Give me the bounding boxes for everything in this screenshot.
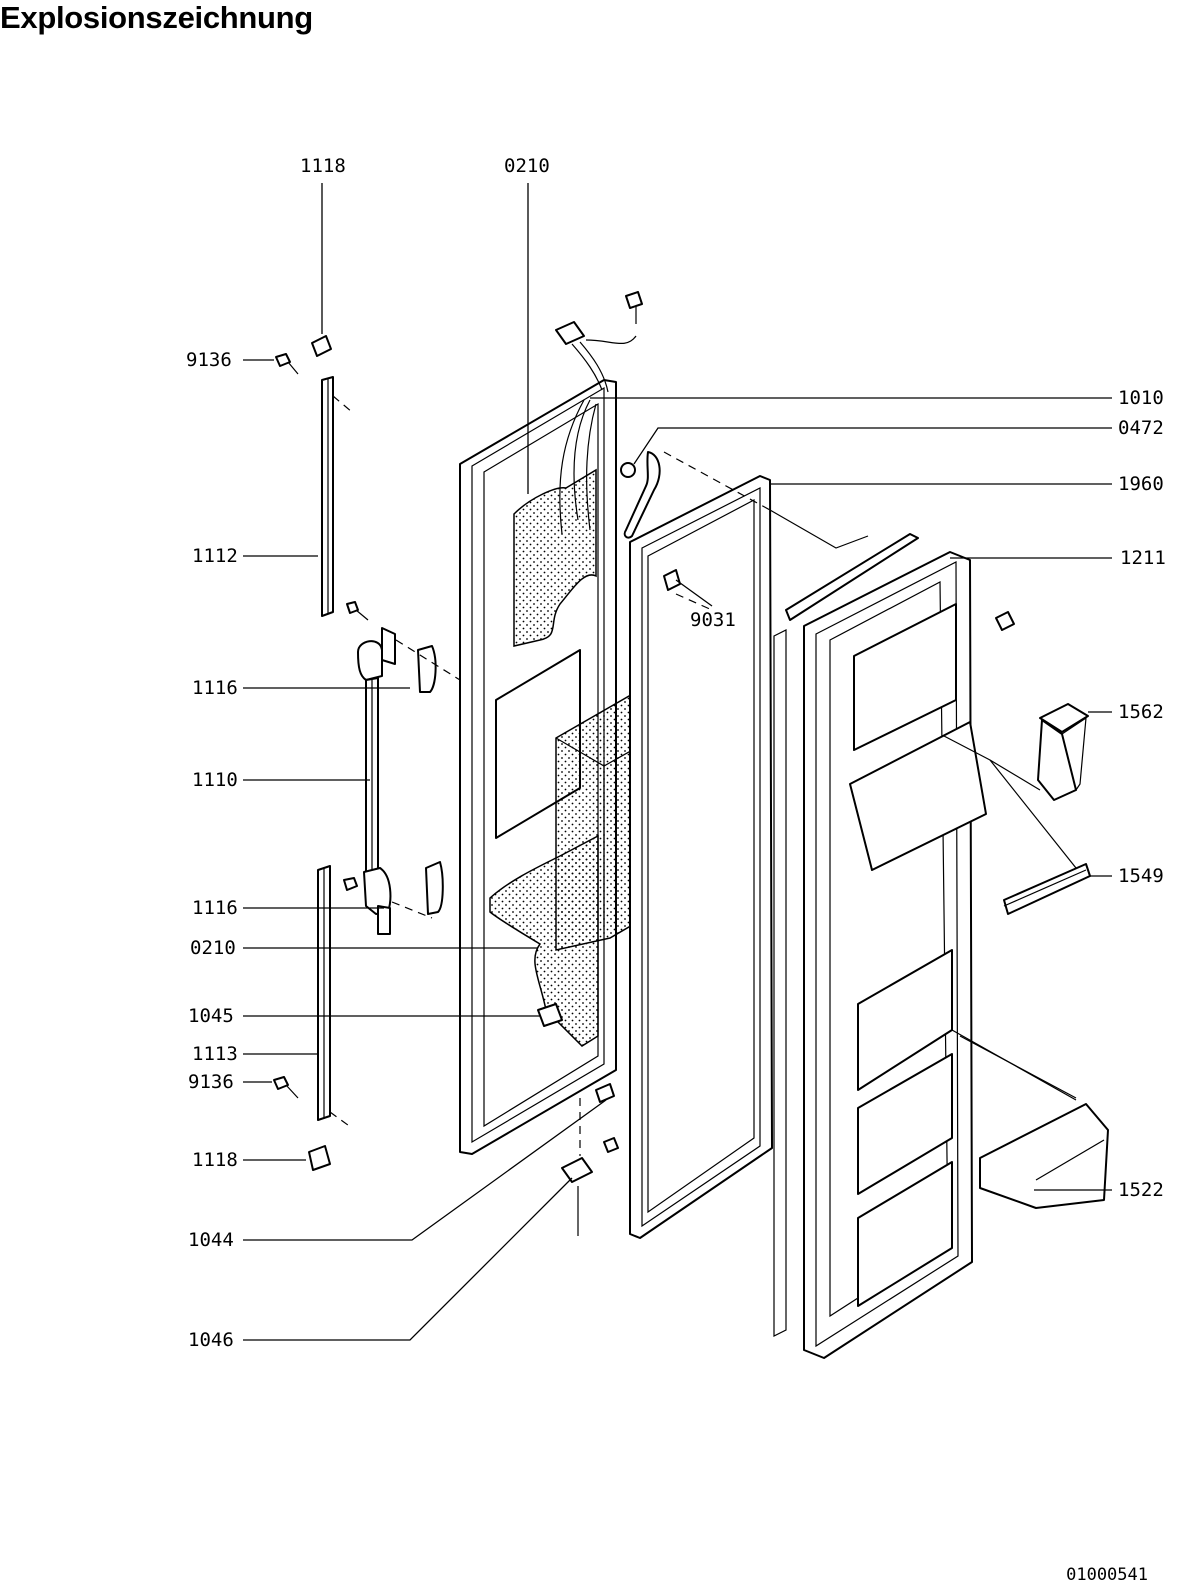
callout-1112: 1112	[192, 545, 238, 567]
strip-1549	[1003, 863, 1091, 915]
callout-1110: 1110	[192, 769, 238, 791]
callout-1113: 1113	[192, 1043, 238, 1065]
screw-9136-top	[275, 353, 299, 375]
grommet-0472	[620, 451, 661, 539]
callout-1116-lower: 1116	[192, 897, 238, 919]
callout-9136-top: 9136	[186, 349, 232, 371]
handle-cap-top-1118	[311, 335, 332, 357]
assembly-lines	[663, 451, 1077, 1101]
foam-insulation-upper	[513, 468, 597, 647]
screw-top	[625, 291, 643, 324]
callout-1960: 1960	[1118, 473, 1164, 495]
callout-0472: 0472	[1118, 417, 1164, 439]
callout-1044: 1044	[188, 1229, 234, 1251]
switch-1045	[537, 1003, 563, 1027]
callout-0210-lower: 0210	[190, 937, 236, 959]
hinge-1046	[561, 1157, 593, 1236]
screw-9136-bottom	[273, 1076, 299, 1099]
callout-1010: 1010	[1118, 387, 1164, 409]
handle-cap-bottom-1118	[308, 1145, 331, 1171]
door-liner-1211	[773, 533, 987, 1359]
document-number: 01000541	[1066, 1565, 1148, 1585]
callout-1211: 1211	[1120, 547, 1166, 569]
screw-mid-upper	[346, 601, 369, 621]
shelf-1522	[979, 1103, 1109, 1209]
callout-1118-bottom: 1118	[192, 1149, 238, 1171]
callout-9031: 9031	[690, 609, 736, 631]
callout-1046: 1046	[188, 1329, 234, 1351]
callout-1045: 1045	[188, 1005, 234, 1027]
funnel-1562	[1037, 703, 1089, 801]
callout-1549: 1549	[1118, 865, 1164, 887]
callout-9136-bottom: 9136	[188, 1071, 234, 1093]
screw-lower	[603, 1137, 619, 1153]
callout-1522: 1522	[1118, 1179, 1164, 1201]
callout-1562: 1562	[1118, 701, 1164, 723]
clip-9031	[663, 569, 681, 591]
handle-rail-upper-1112	[321, 376, 353, 617]
hinge-1044	[579, 1083, 615, 1156]
bracket-1116-lower	[391, 861, 444, 919]
screw-mid-lower	[343, 877, 358, 891]
page-title: Explosionszeichnung	[0, 0, 313, 35]
handle-rail-lower-1113	[317, 865, 353, 1129]
bracket-1116-upper	[395, 639, 461, 693]
callout-labels: 1118 0210 9136 1112 1116 1110 1116 0210 …	[186, 155, 1166, 1351]
wire-harness	[555, 321, 637, 535]
callout-1118-top: 1118	[300, 155, 346, 177]
handle-bar-1110	[357, 627, 396, 935]
callout-1116-upper: 1116	[192, 677, 238, 699]
screw-right	[995, 611, 1015, 631]
door-gasket-1960	[629, 475, 773, 1239]
callout-0210-top: 0210	[504, 155, 550, 177]
leader-lines	[243, 183, 1112, 1341]
